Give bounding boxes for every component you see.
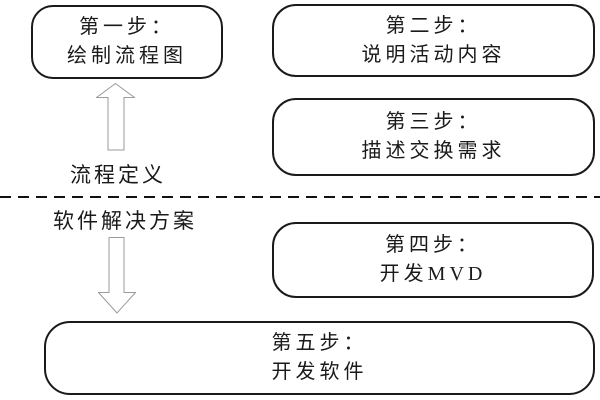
step-3-desc: 描述交换需求 [361, 140, 506, 162]
step-2-title: 第二步： [385, 14, 482, 37]
step-1-desc: 绘制流程图 [67, 45, 187, 67]
step-2-desc: 说明活动内容 [361, 43, 506, 66]
label-process-definition: 流程定义 [70, 163, 166, 187]
dashed-divider [0, 196, 600, 198]
step-1-title: 第一步： [79, 16, 175, 38]
step-4-title: 第四步： [385, 234, 481, 256]
step-4-desc: 开发MVD [379, 263, 487, 285]
down-arrow-icon [97, 237, 137, 314]
step-box-1: 第一步： 绘制流程图 [31, 5, 223, 79]
step-box-4: 第四步： 开发MVD [272, 222, 594, 298]
step-box-2: 第二步： 说明活动内容 [272, 4, 595, 77]
step-box-3: 第三步： 描述交换需求 [272, 98, 595, 176]
step-3-title: 第三步： [385, 111, 482, 133]
step-5-desc: 开发软件 [271, 361, 368, 383]
up-arrow-icon [94, 82, 137, 151]
label-software-solution: 软件解决方案 [53, 209, 197, 233]
step-box-5: 第五步： 开发软件 [44, 321, 595, 395]
step-5-title: 第五步： [271, 332, 368, 354]
